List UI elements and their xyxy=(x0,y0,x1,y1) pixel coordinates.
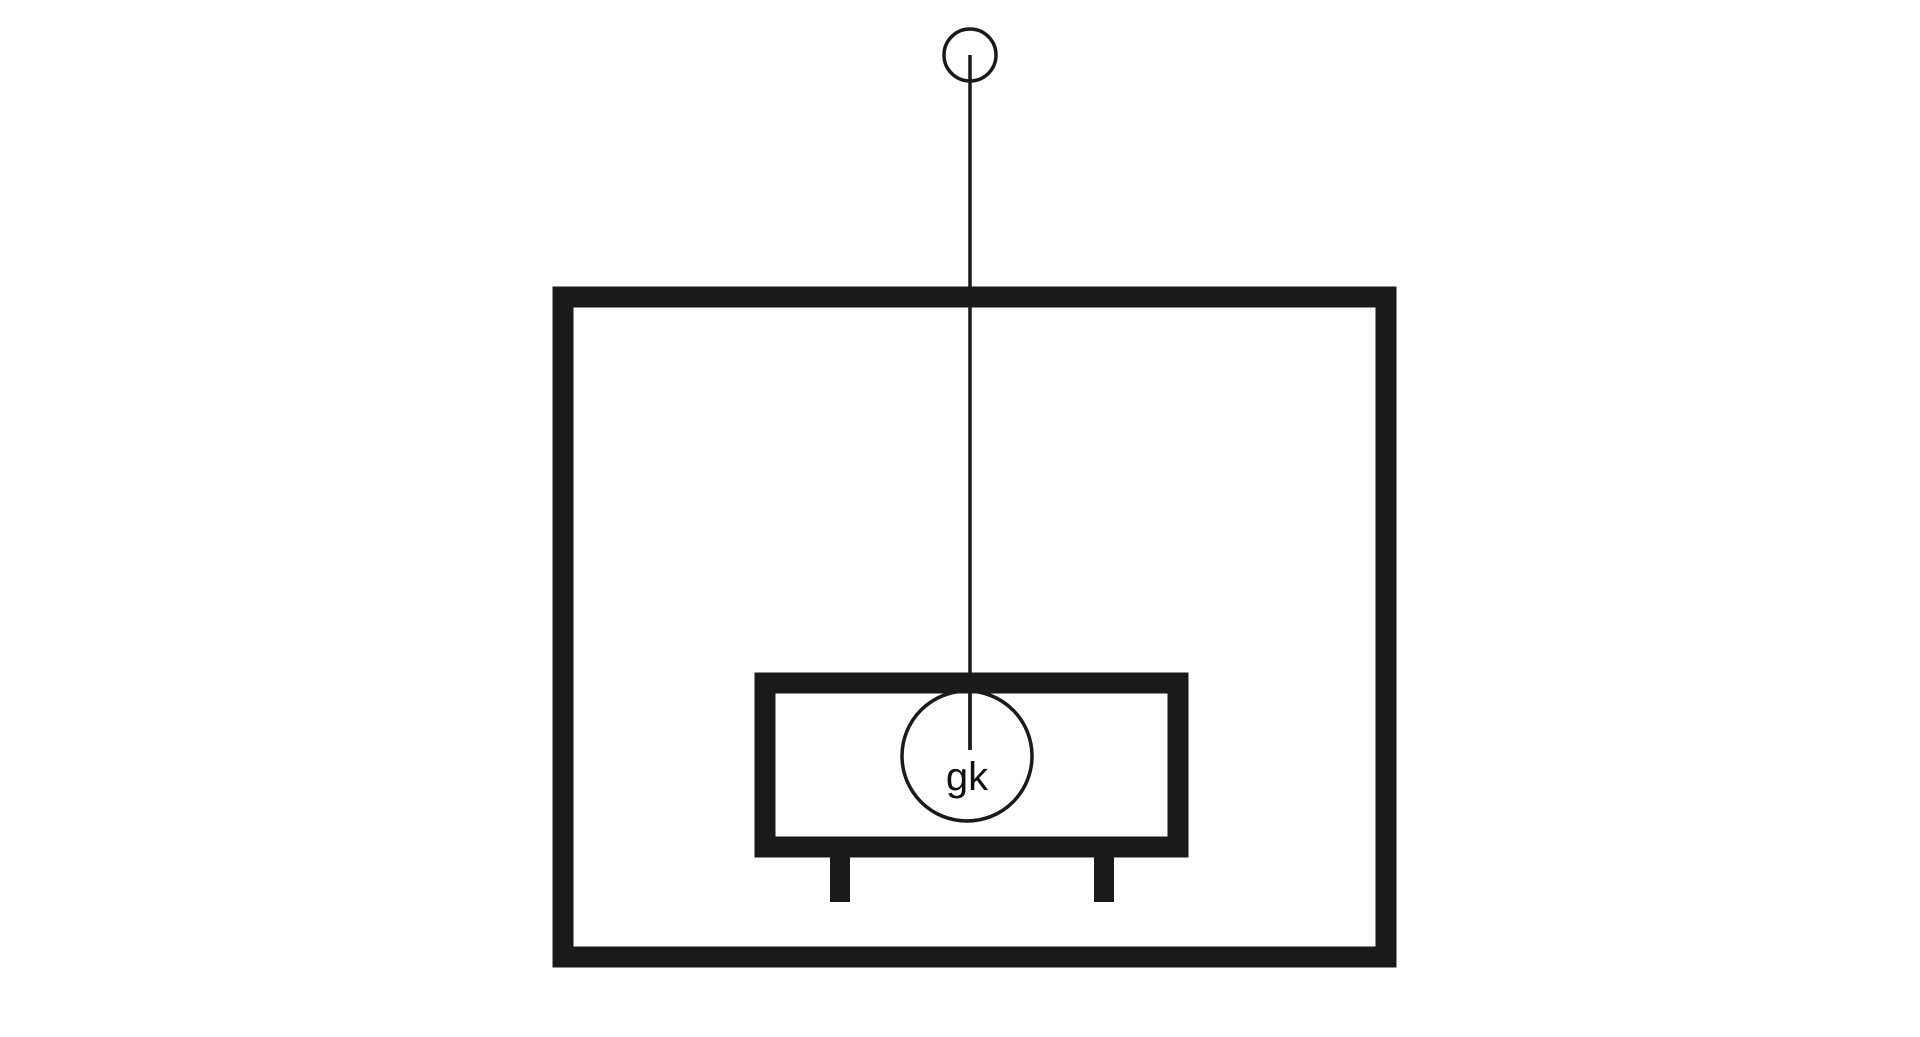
outer-enclosure xyxy=(552,286,1397,968)
right-leg xyxy=(1094,847,1114,902)
left-leg xyxy=(830,847,850,902)
suspended-mass xyxy=(900,689,1034,823)
mass-label: gk xyxy=(946,755,989,799)
inner-box xyxy=(754,672,1189,858)
